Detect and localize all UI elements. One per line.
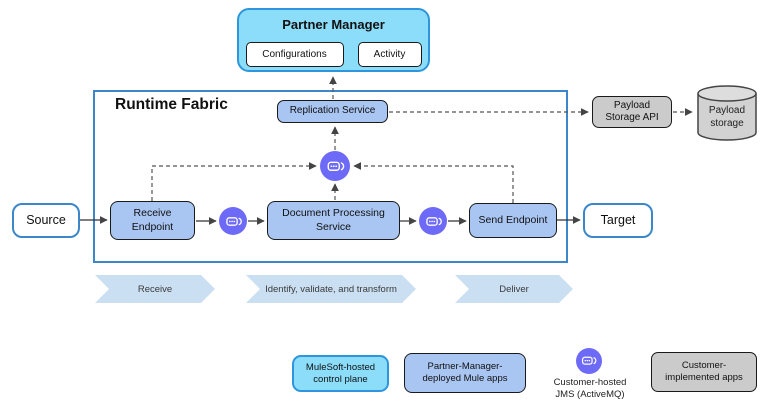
process-step-receive: Receive bbox=[95, 275, 215, 303]
activity-box: Activity bbox=[357, 42, 422, 68]
send-endpoint-box: Send Endpoint bbox=[469, 203, 557, 238]
payload-storage-label: Payload storage bbox=[708, 105, 746, 129]
jms-icon bbox=[225, 216, 242, 226]
partner-manager-title: Partner Manager bbox=[282, 17, 385, 32]
legend-jms-icon bbox=[576, 348, 602, 374]
jms-icon bbox=[327, 161, 344, 171]
payload-storage-cylinder: Payload storage bbox=[696, 84, 758, 142]
legend-customer-hosted-jms-label: Customer-hosted JMS (ActiveMQ) bbox=[553, 377, 627, 401]
source-box: Source bbox=[12, 203, 80, 238]
legend-customer-implemented-apps: Customer-implemented apps bbox=[651, 352, 757, 392]
document-processing-service-box: Document Processing Service bbox=[267, 201, 400, 240]
legend-partner-manager-deployed-mule-apps: Partner-Manager-deployed Mule apps bbox=[404, 353, 526, 393]
process-step-deliver: Deliver bbox=[455, 275, 573, 303]
jms-icon bbox=[582, 356, 597, 366]
runtime-fabric-title: Runtime Fabric bbox=[115, 96, 228, 113]
jms-icon bbox=[425, 216, 442, 226]
legend-mulesoft-hosted-control-plane: MuleSoft-hosted control plane bbox=[292, 355, 389, 392]
jms-node-1 bbox=[219, 207, 247, 235]
jms-node-central bbox=[320, 151, 350, 181]
target-box: Target bbox=[583, 203, 653, 238]
payload-storage-api-box: Payload Storage API bbox=[592, 96, 672, 128]
database-cylinder-icon bbox=[697, 85, 757, 141]
partner-manager-box: Partner Manager Configurations Activity bbox=[237, 8, 430, 72]
configurations-box: Configurations bbox=[245, 42, 344, 68]
process-step-identify-validate-transform: Identify, validate, and transform bbox=[246, 275, 416, 303]
replication-service-box: Replication Service bbox=[277, 100, 388, 123]
jms-node-2 bbox=[419, 207, 447, 235]
receive-endpoint-box: Receive Endpoint bbox=[110, 201, 195, 240]
